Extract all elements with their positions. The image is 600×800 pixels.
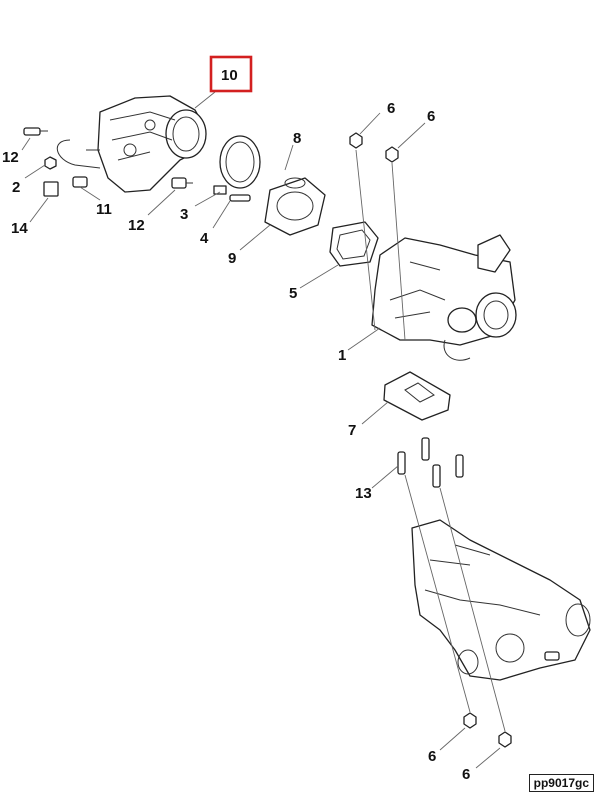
leader-lines [21,91,501,769]
part-8-flange [264,177,326,236]
callout-1: 1 [338,347,346,364]
part-7-gasket [383,371,451,421]
callout-13: 13 [355,485,372,502]
callout-9: 9 [228,250,236,267]
part-2-nut [44,156,57,170]
part-3-clamp [213,135,261,195]
callout-12-left: 12 [2,149,19,166]
part-14-connector [43,181,59,197]
part-5-gasket [329,221,379,267]
callout-2: 2 [12,179,20,196]
part-6-nut-bottom-b [498,731,512,748]
callout-6-bottom-left: 6 [428,748,436,765]
part-6-nut-top-a [349,132,363,149]
part-6-nut-bottom-a [463,712,477,729]
part-13-studs [397,437,464,488]
highlight-box-10 [209,55,253,93]
part-11-fitting [72,176,88,188]
part-12-sensor-lower [171,177,193,189]
callout-labels: 10 12 2 14 11 12 3 4 9 8 5 1 7 13 6 6 6 … [2,67,470,783]
callout-6-top-left: 6 [387,100,395,117]
callout-6-top-right: 6 [427,108,435,125]
part-6-nut-top-b [385,146,399,163]
assembly-axes [355,149,506,732]
part-4-bolt [229,194,251,202]
exhaust-manifold [411,519,591,681]
callout-12-lower: 12 [128,217,145,234]
callout-3: 3 [180,206,188,223]
part-1-turbocharger [371,234,517,361]
callout-7: 7 [348,422,356,439]
callout-10: 10 [221,67,238,84]
callout-4: 4 [200,230,209,247]
callout-8: 8 [293,130,301,147]
callout-11: 11 [96,201,112,218]
reference-code: pp9017gc [528,774,594,792]
callout-6-bottom-right: 6 [462,766,470,783]
callout-5: 5 [289,285,297,302]
part-12-sensor-left [23,127,48,136]
part-10-actuator-module [57,95,207,193]
callout-14: 14 [11,220,28,237]
